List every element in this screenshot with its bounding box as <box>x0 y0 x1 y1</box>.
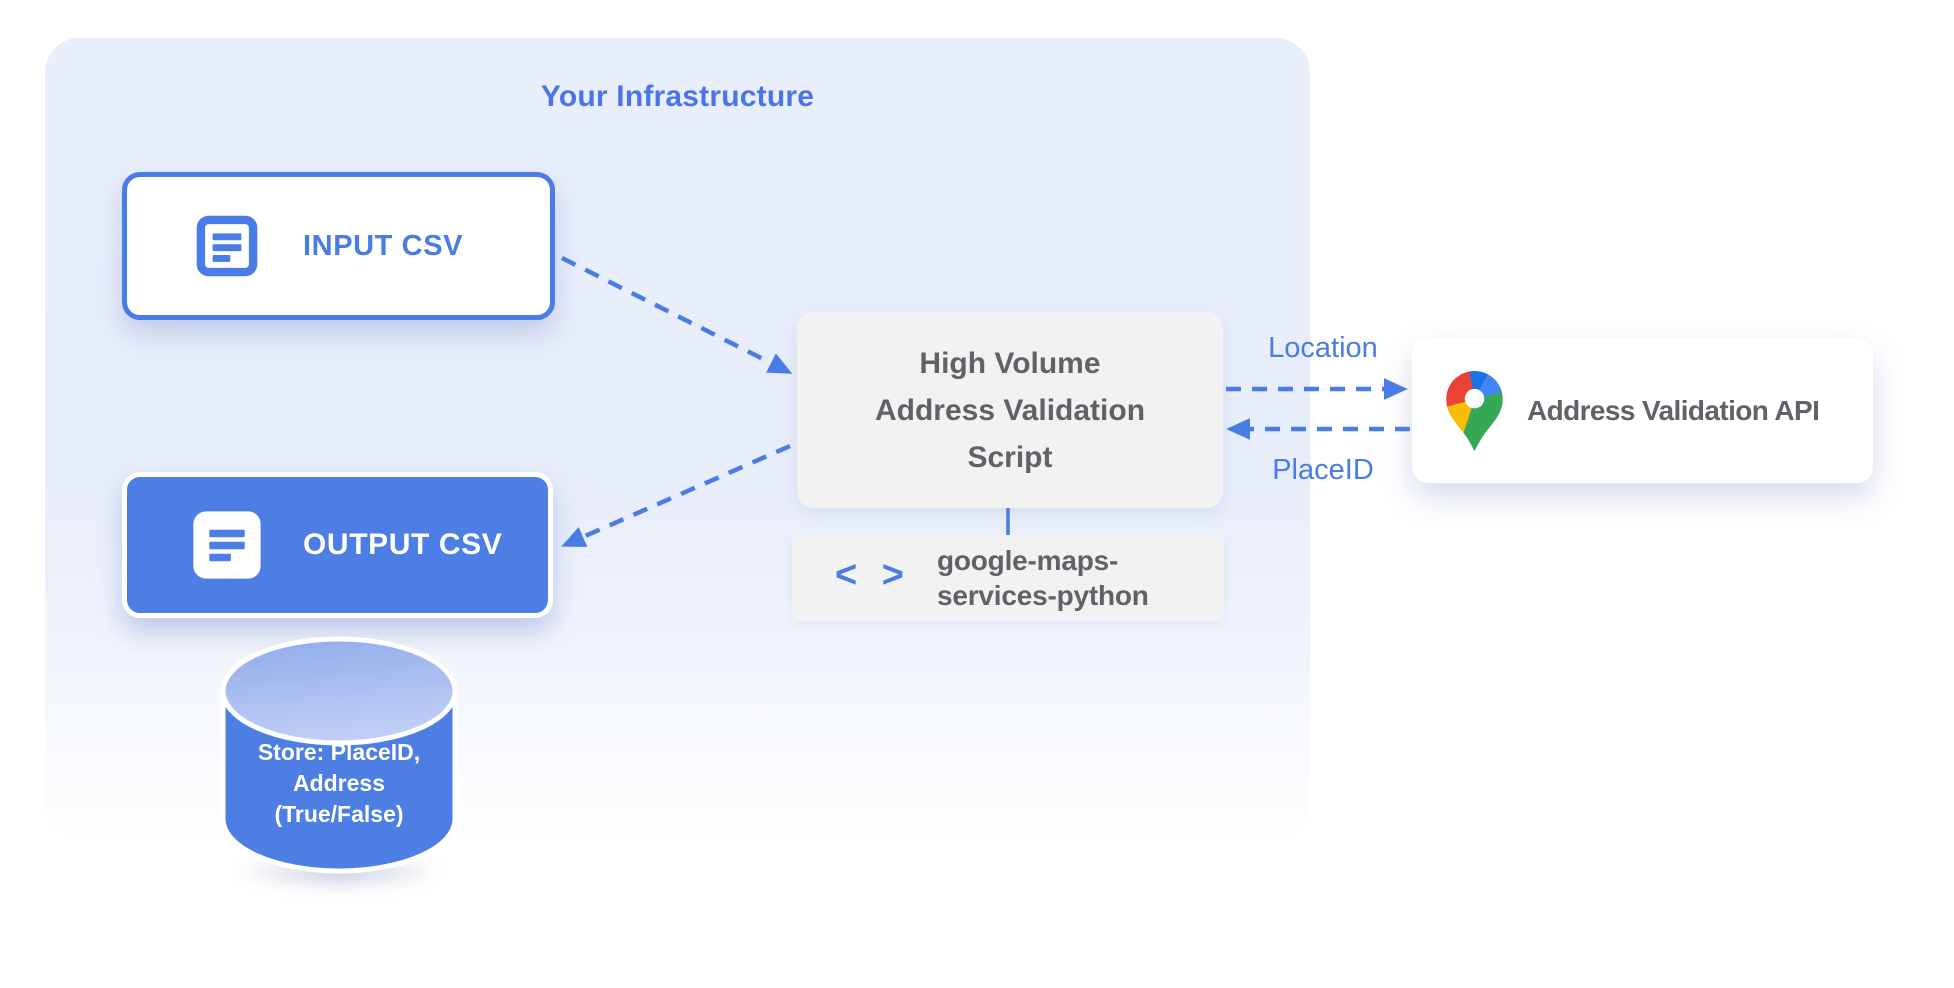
script-label-line: Address Validation <box>874 393 1146 427</box>
datastore-label: Store: PlaceID, Address (True/False) <box>217 737 461 830</box>
document-icon <box>193 511 261 579</box>
library-label-line: services-python <box>936 580 1149 611</box>
script-label: High Volume Address Validation Script <box>875 340 1145 481</box>
script-label-line: High Volume <box>919 346 1101 380</box>
output-csv-label: OUTPUT CSV <box>303 528 503 561</box>
google-maps-pin-icon <box>1446 370 1503 451</box>
library-node: < > google-maps- services-python <box>792 535 1224 621</box>
output-csv-node: OUTPUT CSV <box>122 472 553 618</box>
datastore-label-line: (True/False) <box>274 801 404 827</box>
datastore-label-line: Store: PlaceID, <box>257 739 421 765</box>
input-csv-label: INPUT CSV <box>303 229 464 262</box>
edge-label-placeid: PlaceID <box>1272 454 1374 486</box>
code-icon: < > <box>835 553 911 596</box>
script-label-line: Script <box>967 440 1053 474</box>
document-icon <box>196 215 258 277</box>
input-csv-node: INPUT CSV <box>122 172 555 320</box>
library-label-line: google-maps- <box>936 545 1119 576</box>
infrastructure-title: Your Infrastructure <box>540 80 815 113</box>
library-label: google-maps- services-python <box>937 543 1149 613</box>
api-node: Address Validation API <box>1412 338 1873 483</box>
api-label: Address Validation API <box>1527 394 1820 426</box>
script-node: High Volume Address Validation Script <box>797 312 1223 508</box>
datastore-cylinder <box>220 636 458 874</box>
edge-label-location: Location <box>1268 332 1378 364</box>
datastore-label-line: Address <box>292 770 386 796</box>
